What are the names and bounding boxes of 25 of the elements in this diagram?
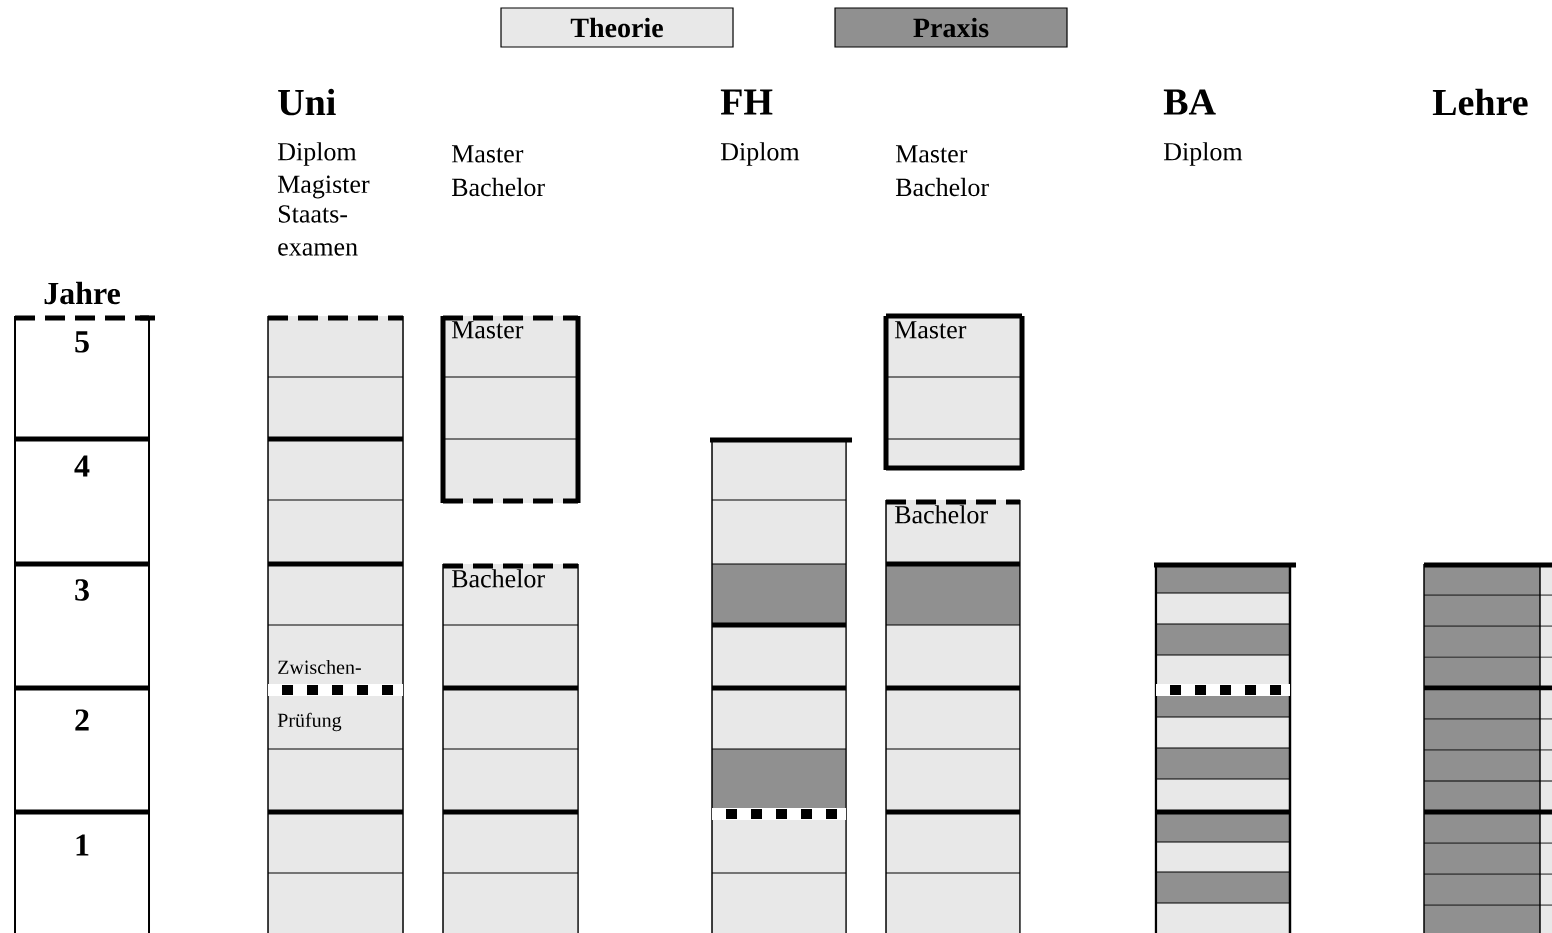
- degree-name: Diplom: [1163, 142, 1243, 166]
- degree-name: Bachelor: [451, 177, 545, 197]
- year-number: 1: [76, 834, 89, 856]
- degree-name: Diplom: [277, 142, 357, 166]
- column-heading: BA: [1163, 89, 1216, 115]
- degree-box: Master: [440, 315, 581, 504]
- column-heading: FH: [720, 89, 773, 115]
- degree-box: Bachelor: [442, 563, 579, 933]
- year-number: 2: [75, 709, 89, 731]
- axis-title: Jahre: [44, 281, 120, 305]
- exam-label: Prüfung: [277, 712, 342, 732]
- degree-name: Master: [895, 145, 968, 163]
- degree-box: Bachelor: [885, 499, 1021, 933]
- exam-label: Zwischen-: [278, 659, 361, 674]
- degree-name: Master: [451, 145, 524, 163]
- year-number: 4: [74, 455, 90, 477]
- column-heading: Lehre: [1432, 88, 1528, 116]
- degree-name: Bachelor: [895, 177, 989, 197]
- degree-name: Magister: [277, 175, 370, 199]
- column-heading: Uni: [278, 88, 336, 116]
- year-number: 3: [75, 579, 89, 601]
- degree-box: Master: [883, 313, 1025, 471]
- degree-name: Staats- examen: [278, 205, 358, 256]
- year-number: 5: [75, 331, 89, 353]
- degree-name: Diplom: [720, 142, 800, 166]
